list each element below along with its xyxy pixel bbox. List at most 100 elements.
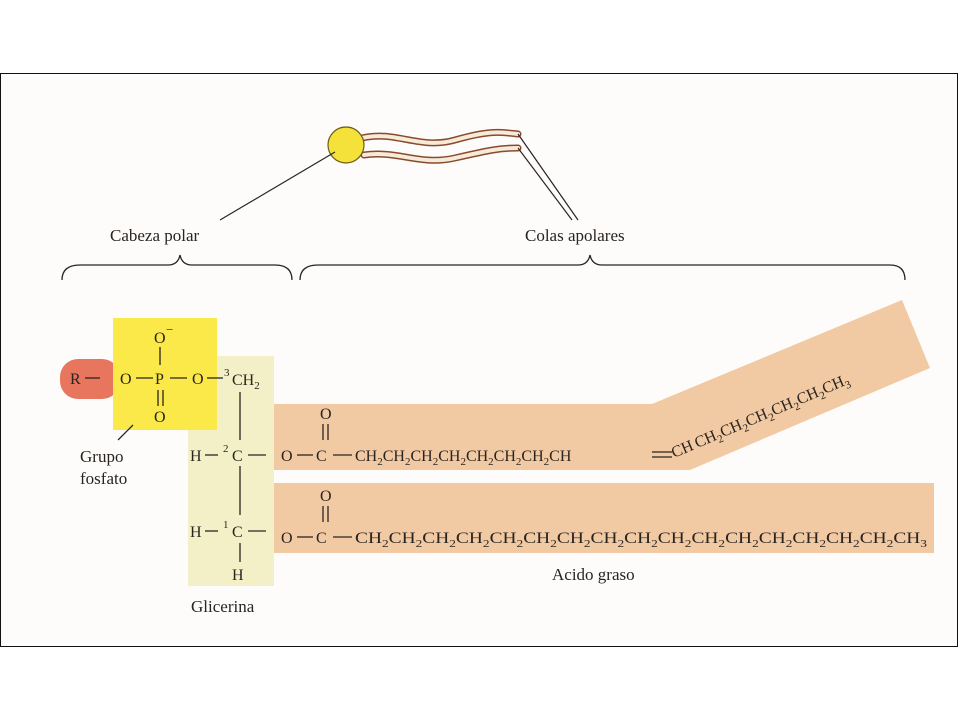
polar-head-circle — [327, 126, 365, 164]
glycerol-h1: H — [190, 524, 202, 541]
fa1-carbonyl-c: C — [316, 448, 327, 465]
carbon-number-1: 1 — [223, 519, 229, 531]
glycerol-h2: H — [190, 448, 202, 465]
charge-minus: − — [166, 322, 173, 337]
formula-part: 2 — [254, 380, 260, 392]
subscript: 2 — [853, 538, 860, 550]
glycerol-h-bottom: H — [232, 567, 244, 584]
subscript: 2 — [483, 538, 490, 550]
formula-part: CH — [826, 530, 854, 547]
atom-o-right: O — [192, 371, 204, 388]
formula-part: CH — [893, 530, 921, 547]
subscript: 2 — [550, 538, 557, 550]
carbon-number-2: 2 — [223, 443, 229, 455]
fa1-chain-left: CH2CH2CH2CH2CH2CH2CH2CH — [355, 448, 572, 468]
subscript: 2 — [584, 538, 591, 550]
subscript: 2 — [433, 456, 439, 468]
tail-lower — [362, 146, 520, 163]
fa2-carbonyl-c: C — [316, 530, 327, 547]
atom-o-bottom: O — [154, 409, 166, 426]
subscript: 2 — [767, 411, 777, 424]
formula-part: CH — [549, 448, 572, 465]
formula-part: CH — [490, 530, 518, 547]
subscript: 2 — [405, 456, 411, 468]
formula-part: CH — [422, 530, 450, 547]
formula-part: CH — [624, 530, 652, 547]
subscript: 2 — [887, 538, 894, 550]
formula-part: CH — [389, 530, 417, 547]
atom-p: P — [155, 371, 164, 388]
formula-part: CH — [658, 530, 686, 547]
subscript: 2 — [819, 538, 826, 550]
formula-part: CH — [438, 448, 461, 465]
formula-part: CH — [725, 530, 753, 547]
label-fosfato: fosfato — [80, 469, 127, 488]
subscript: 2 — [382, 538, 389, 550]
fa2-ester-o: O — [281, 530, 293, 547]
formula-part: CH — [456, 530, 484, 547]
formula-part: CH — [860, 530, 888, 547]
subscript: 2 — [449, 538, 456, 550]
subscript: 2 — [685, 538, 692, 550]
formula-part: CH — [691, 530, 719, 547]
tail-pointer-line-2 — [517, 147, 573, 221]
glycerol-c1: C — [232, 524, 243, 541]
brace-polar-head — [61, 254, 293, 281]
subscript: 2 — [752, 538, 759, 550]
carbon-number-3: 3 — [224, 367, 230, 379]
subscript: 2 — [544, 456, 550, 468]
formula-part: CH — [355, 448, 378, 465]
subscript: 2 — [416, 538, 423, 550]
subscript: 2 — [517, 538, 524, 550]
fa2-carbonyl-o: O — [320, 488, 332, 505]
fatty-acid-band-1 — [272, 300, 930, 470]
atom-o-top: O — [154, 330, 166, 347]
formula-part: CH — [557, 530, 585, 547]
fatty-acid-band-2 — [272, 483, 934, 553]
subscript: 2 — [786, 538, 793, 550]
formula-part: CH — [521, 448, 544, 465]
subscript: 2 — [716, 433, 726, 446]
label-cabeza-polar: Cabeza polar — [110, 226, 200, 245]
subscript: 2 — [718, 538, 725, 550]
subscript: 3 — [920, 538, 927, 550]
subscript: 2 — [741, 422, 751, 435]
label-colas-apolares: Colas apolares — [525, 226, 625, 245]
phosphate-box — [113, 318, 217, 430]
fa1-carbonyl-o: O — [320, 406, 332, 423]
grupo-fosfato-pointer — [117, 424, 134, 441]
tail-pointer-line-1 — [517, 133, 579, 221]
subscript: 2 — [488, 456, 494, 468]
label-glicerina: Glicerina — [191, 597, 255, 616]
fa1-ester-o: O — [281, 448, 293, 465]
subscript: 2 — [460, 456, 466, 468]
formula-part: CH — [759, 530, 787, 547]
formula-part: CH — [355, 530, 383, 547]
subscript: 2 — [818, 389, 828, 402]
atom-o-left: O — [120, 371, 132, 388]
formula-part: CH — [591, 530, 619, 547]
label-acido-graso: Acido graso — [552, 565, 635, 584]
formula-part: CH — [792, 530, 820, 547]
formula-part: CH — [523, 530, 551, 547]
label-grupo: Grupo — [80, 447, 123, 466]
formula-part: CH — [410, 448, 433, 465]
subscript: 2 — [377, 456, 383, 468]
subscript: 2 — [516, 456, 522, 468]
formula-part: CH — [494, 448, 517, 465]
formula-part: CH — [466, 448, 489, 465]
glycerol-c3: CH2 — [232, 372, 260, 392]
glycerol-c2: C — [232, 448, 243, 465]
subscript: 2 — [651, 538, 658, 550]
formula-part: CH — [232, 372, 255, 389]
atom-r: R — [70, 371, 81, 388]
tail-upper — [360, 130, 520, 145]
subscript: 3 — [843, 378, 853, 391]
r-group-box — [60, 359, 120, 399]
subscript: 2 — [618, 538, 625, 550]
subscript: 2 — [792, 400, 802, 413]
formula-part: CH — [383, 448, 406, 465]
phospholipid-schematic — [219, 126, 579, 221]
